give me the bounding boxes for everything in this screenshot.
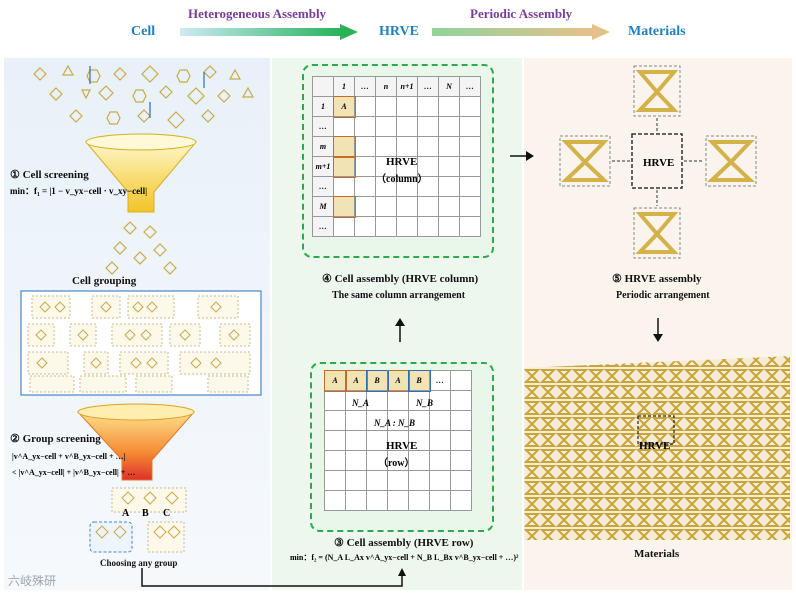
row-header: 1 <box>312 96 334 117</box>
hrve-column-subtitle: （column） <box>376 174 428 185</box>
step5-label: ⑤ HRVE assembly <box>612 273 702 285</box>
watermark: 六岐殊研 <box>8 574 57 588</box>
step2-label: ② Group screening <box>10 433 101 445</box>
row-header: … <box>312 116 334 137</box>
group-screening-funnel <box>76 403 196 481</box>
group-label-b: B <box>142 508 149 519</box>
arrow-up-step3-to-step4 <box>395 318 405 342</box>
materials-lattice <box>524 356 790 540</box>
header-cell-label: Cell <box>131 24 156 39</box>
row-cell-b: B <box>365 369 389 392</box>
col-header: N <box>438 76 460 97</box>
periodic-arrow <box>432 24 610 40</box>
hrve-row-title: HRVE <box>386 440 418 452</box>
hrve-assembly-illustration <box>559 65 757 259</box>
group-label-a: A <box>122 508 130 519</box>
col-header: … <box>417 76 439 97</box>
heterogeneous-arrow <box>180 24 358 40</box>
step1-label: ① Cell screening <box>10 169 89 181</box>
col-header: … <box>354 76 376 97</box>
cell-screening-funnel-illustration <box>33 64 255 275</box>
hrve-column-title: HRVE <box>386 156 418 168</box>
header-materials-label: Materials <box>628 24 686 39</box>
step4-label: ④ Cell assembly (HRVE column) <box>322 273 479 285</box>
choosing-any-group-label: Choosing any group <box>100 558 178 568</box>
cell-groups-box <box>20 290 262 396</box>
arrow-down-to-materials <box>653 318 663 342</box>
row-header: m+1 <box>312 156 334 177</box>
col-header: … <box>459 76 481 97</box>
hrve-row-subtitle: （row） <box>378 458 415 469</box>
hrve-center-label: HRVE <box>643 157 675 169</box>
row-header: … <box>312 216 334 237</box>
connector-to-step3 <box>141 568 406 587</box>
row-cell-b: B <box>407 369 431 392</box>
materials-bottom-label: Materials <box>634 548 680 560</box>
grid-cell-a: A <box>332 95 356 118</box>
cell-grouping-label: Cell grouping <box>72 275 137 287</box>
na-nb-ratio: N_A : N_B <box>374 418 416 428</box>
step2-formula-line2: < |v^A_yx−cell| + |v^B_yx−cell| + … <box>12 468 136 477</box>
step5-sublabel: Periodic arrangement <box>616 290 710 301</box>
row-cell-a: A <box>344 369 368 392</box>
header-hrve-label: HRVE <box>379 24 419 39</box>
row-header: M <box>312 196 334 217</box>
hrve-lattice-label: HRVE <box>639 440 671 452</box>
step1-formula: min：f₁ = |1 − v_yx−cell · v_xy−cell| <box>10 186 148 196</box>
group-label-c: C <box>163 508 171 519</box>
periodic-assembly-label: Periodic Assembly <box>470 6 573 21</box>
chosen-groups <box>89 521 185 553</box>
hrve-row-grid: A A B A B … <box>323 369 472 511</box>
col-header: 1 <box>333 76 355 97</box>
row-cell-ellipsis: … <box>429 370 451 391</box>
row-header: m <box>312 136 334 157</box>
step3-label: ③ Cell assembly (HRVE row) <box>334 537 474 549</box>
nb-label: N_B <box>416 398 434 408</box>
row-header: … <box>312 176 334 197</box>
heterogeneous-assembly-label: Heterogeneous Assembly <box>188 6 327 21</box>
na-label: N_A <box>352 398 370 408</box>
selected-group-abc <box>111 487 187 513</box>
col-header: n+1 <box>396 76 418 97</box>
step3-formula: min：f₂ = (N_A L_Ax v^A_yx−cell + N_B L_B… <box>290 553 519 562</box>
step4-sublabel: The same column arrangement <box>332 290 466 301</box>
arrow-right-to-hrve-assembly <box>510 151 534 161</box>
row-cell-a: A <box>323 369 347 392</box>
col-header: n <box>375 76 397 97</box>
row-cell-a: A <box>386 369 410 392</box>
step2-formula-line1: |v^A_yx−cell + v^B_yx−cell + …| <box>12 452 126 461</box>
